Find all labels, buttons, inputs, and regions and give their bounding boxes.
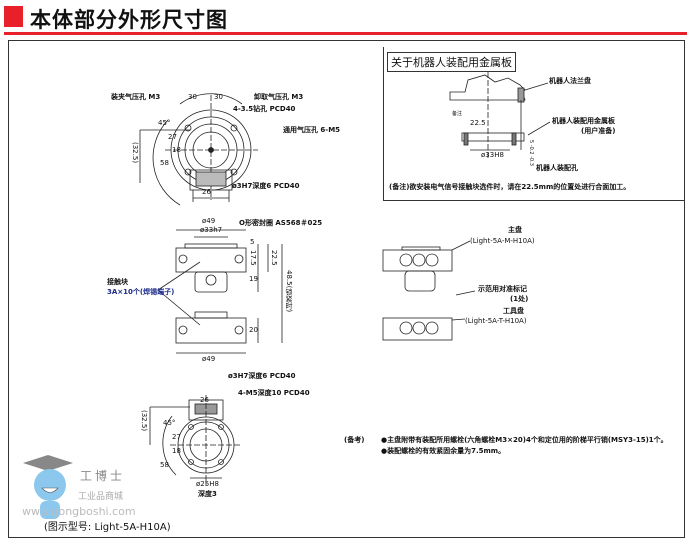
- dim: 20: [249, 326, 258, 334]
- bottom-view-drawing: [149, 395, 242, 485]
- plate-title: 关于机器人装配用金属板: [387, 52, 516, 72]
- dim: 45°: [158, 119, 171, 127]
- user-prep-label: (用户准备): [581, 127, 616, 135]
- tapped-holes-label: 4-M5深度10 PCD40: [238, 389, 310, 397]
- depth-label: 深度3: [198, 490, 217, 498]
- top-view-drawing: [139, 93, 258, 206]
- tool-label: 工具盘: [503, 307, 524, 315]
- plate-drawing: [449, 72, 551, 160]
- dim: 19: [249, 275, 258, 283]
- dim: (32.5): [131, 142, 139, 164]
- dim: 45°: [163, 419, 176, 427]
- plate-note: (备注)欲安装电气信号接触块选件时，请在22.5mm的位置处进行合面加工。: [389, 183, 631, 191]
- model-caption: (图示型号: Light-5A-H10A): [44, 522, 171, 533]
- watermark-sub: 工业品商城: [78, 492, 124, 502]
- dim: (32.5): [140, 410, 148, 432]
- metal-plate-label: 机器人装配用金属板: [552, 117, 615, 125]
- dim-22-5: 22.5: [470, 119, 486, 127]
- dowel-label: ø3H7深度6 PCD40: [232, 182, 300, 190]
- dim-d49-bottom: ø49: [202, 355, 216, 363]
- dim: 26: [200, 396, 209, 404]
- page-title: 本体部分外形尺寸图: [30, 8, 228, 32]
- drill-holes-label: 4-3.5钻孔 PCD40: [233, 105, 296, 113]
- side-view-drawing: [157, 229, 283, 354]
- dim: 58: [160, 461, 169, 469]
- dim-d25: ø25H8: [196, 480, 219, 488]
- contact-spec: 3A×10个(焊锡端子): [107, 288, 175, 296]
- assembly-drawing: [382, 240, 476, 341]
- watermark-brand: 工博士: [80, 469, 126, 483]
- dim: 27: [172, 433, 181, 441]
- dim: 30: [214, 93, 223, 101]
- dim-d33h8: ø33H8: [481, 151, 504, 159]
- remarks-label: (备考): [344, 436, 365, 444]
- watermark-logo: 工博士 工业品商城 www.gongboshi.com: [18, 455, 136, 529]
- title-marker: [4, 6, 23, 27]
- title-underline: [4, 32, 687, 35]
- master-model: (Light-5A-M-H10A): [470, 237, 535, 245]
- flange-label: 机器人法兰盘: [549, 77, 591, 85]
- dim: 26: [202, 188, 211, 196]
- dim: 58: [160, 159, 169, 167]
- bottom-dowel-label: ø3H7深度6 PCD40: [228, 372, 296, 380]
- dim-total: 48.5(锁紧时): [285, 270, 293, 313]
- clamp-port-label: 装夹气压孔 M3: [111, 93, 161, 101]
- watermark-url: www.gongboshi.com: [22, 505, 136, 518]
- remark-1: ●主盘附带有装配所用螺栓(六角螺栓M3×20)4个和定位用的阶梯平行销(MSY3…: [381, 436, 668, 444]
- drawing-frame: [8, 40, 685, 538]
- master-label: 主盘: [508, 226, 522, 234]
- remark-2: ●装配螺栓的有效紧固余量为7.5mm。: [381, 447, 506, 455]
- dim: 30: [188, 93, 197, 101]
- mascot-icon: [23, 455, 73, 519]
- dim: 17.5: [249, 250, 257, 266]
- dim: 18: [172, 146, 181, 154]
- contact-label: 接触块: [107, 278, 128, 286]
- dim: 22.5: [270, 250, 278, 266]
- common-port-label: 通用气压孔 6-M5: [283, 126, 341, 134]
- release-port-label: 卸取气压孔 M3: [254, 93, 304, 101]
- depth-dim: 5 -0.2 -0.3: [528, 140, 534, 166]
- dim: 18: [172, 447, 181, 455]
- dim: 5: [250, 238, 255, 246]
- align-count: (1处): [510, 295, 529, 303]
- tool-model: (Light-5A-T-H10A): [465, 317, 527, 325]
- align-mark-label: 示范用对准标记: [478, 285, 527, 293]
- mount-hole-label: 机器人装配孔: [536, 164, 578, 172]
- oring-label: O形密封圈 AS568＃025: [239, 219, 323, 227]
- dim-d49-top: ø49: [202, 217, 216, 225]
- note-tag: 备注: [452, 111, 463, 117]
- dim-d33: ø33h7: [200, 226, 223, 234]
- plate-section: [383, 47, 684, 201]
- dim: 27: [168, 133, 177, 141]
